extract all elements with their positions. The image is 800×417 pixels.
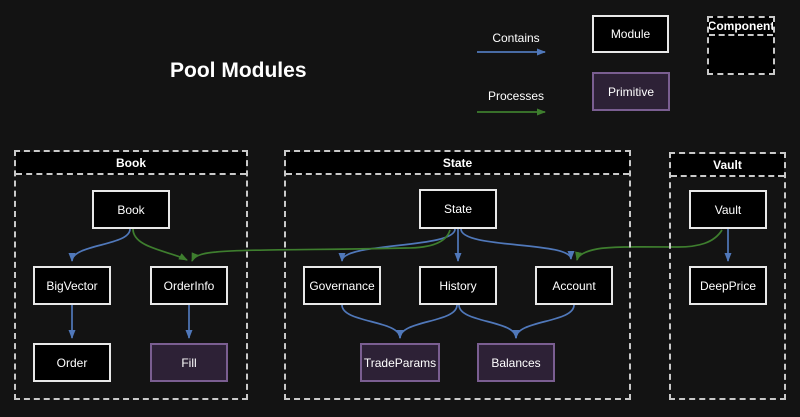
legend-contains-label: Contains <box>492 31 540 45</box>
node-state: State <box>419 189 497 229</box>
node-order: Order <box>33 343 111 382</box>
legend-module-label: Module <box>610 27 651 41</box>
legend-processes-label: Processes <box>487 89 545 103</box>
container-state-label: State <box>442 155 473 170</box>
node-tradeparams: TradeParams <box>360 343 440 382</box>
legend-component-header: Component <box>709 18 773 36</box>
node-fill: Fill <box>150 343 228 382</box>
container-state-header: State <box>286 152 629 175</box>
node-deepprice: DeepPrice <box>689 266 767 305</box>
node-vault: Vault <box>689 190 767 229</box>
container-book-header: Book <box>16 152 246 175</box>
legend-component-label: Component <box>709 19 773 33</box>
node-book: Book <box>92 190 170 229</box>
legend-module-sample: Module <box>592 15 669 53</box>
container-vault-header: Vault <box>671 154 784 177</box>
legend-primitive-label: Primitive <box>607 84 654 99</box>
legend-component-sample: Component <box>707 16 775 75</box>
legend-primitive-sample: Primitive <box>592 72 670 111</box>
node-governance: Governance <box>303 266 381 305</box>
container-book: Book <box>14 150 248 400</box>
page-title: Pool Modules <box>170 59 307 82</box>
container-book-label: Book <box>116 155 146 170</box>
node-account: Account <box>535 266 613 305</box>
container-vault-label: Vault <box>713 157 742 172</box>
node-balances: Balances <box>477 343 555 382</box>
node-history: History <box>419 266 497 305</box>
container-vault: Vault <box>669 152 786 400</box>
node-orderinfo: OrderInfo <box>150 266 228 305</box>
container-state: State <box>284 150 631 400</box>
node-bigvector: BigVector <box>33 266 111 305</box>
